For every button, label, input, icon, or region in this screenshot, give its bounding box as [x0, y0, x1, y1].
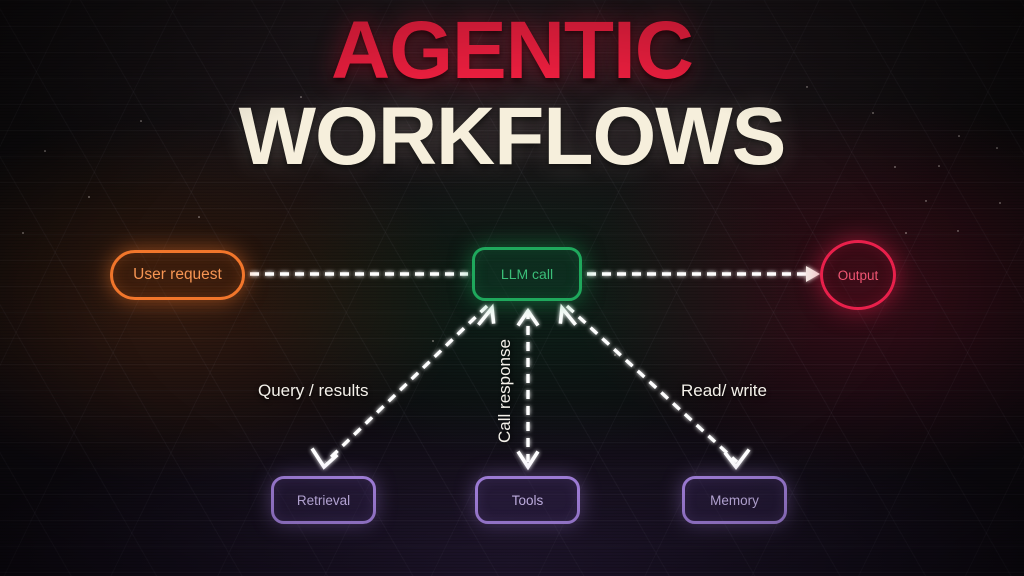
agentic-workflows-infographic: AGENTIC WORKFLOWS	[0, 0, 1024, 576]
vignette-overlay	[0, 0, 1024, 576]
